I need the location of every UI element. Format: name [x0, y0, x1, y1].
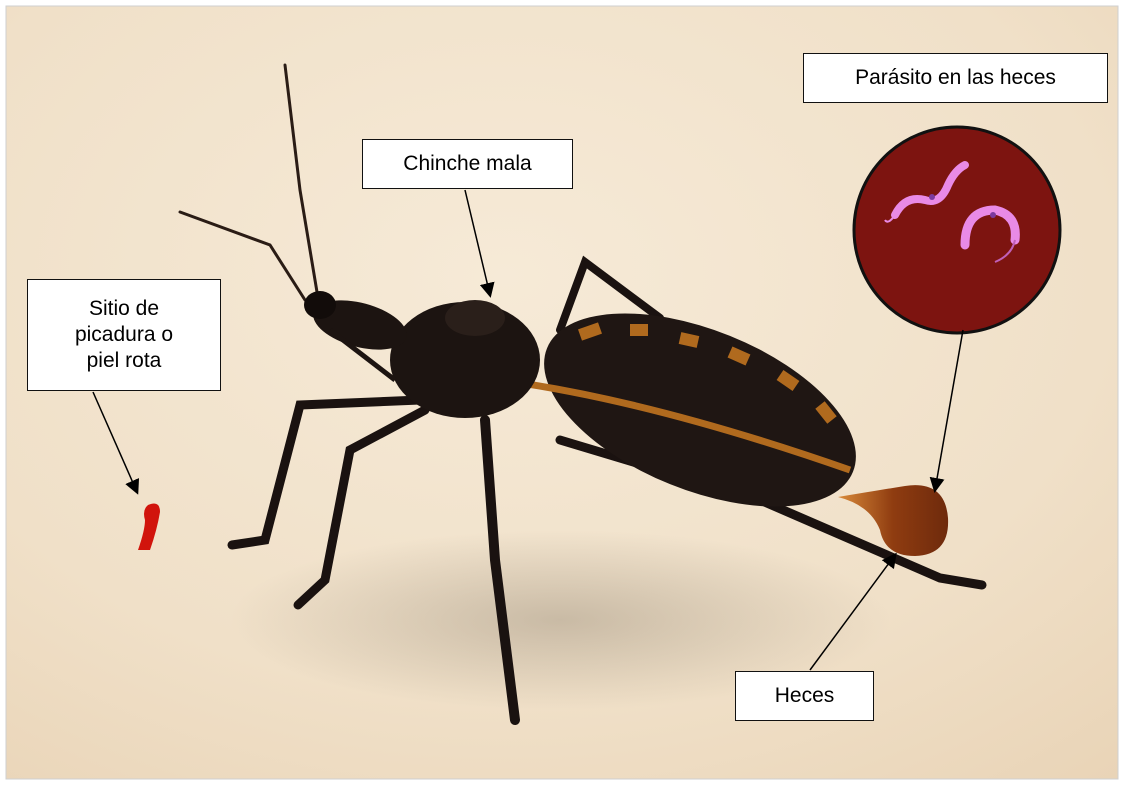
eye [304, 291, 336, 319]
label-heces: Heces [735, 671, 874, 721]
parasite-zoom-circle [854, 127, 1060, 333]
label-sitio-picadura: Sitio de picadura o piel rota [27, 279, 221, 391]
pronotum [445, 300, 505, 336]
label-parasito: Parásito en las heces [803, 53, 1108, 103]
label-chinche-mala: Chinche mala [362, 139, 573, 189]
